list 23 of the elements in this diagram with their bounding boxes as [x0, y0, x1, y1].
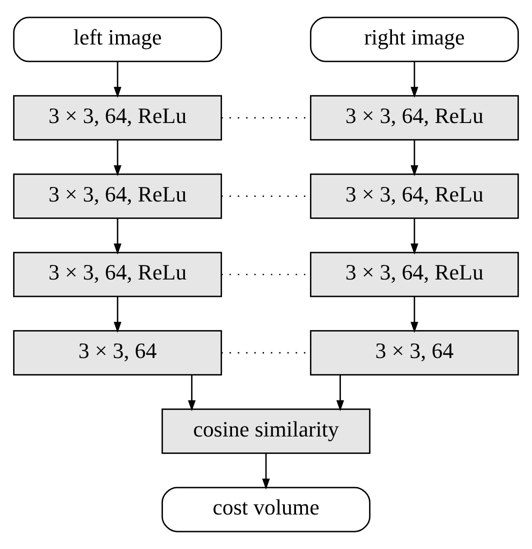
- arrow: [114, 218, 122, 255]
- arrow: [262, 453, 270, 490]
- node-box: 3 × 3, 64, ReLu: [13, 173, 222, 219]
- node-box: left image: [13, 16, 222, 62]
- arrow: [410, 62, 418, 98]
- node-box: 3 × 3, 64, ReLu: [13, 95, 222, 140]
- arrow: [114, 62, 122, 98]
- arrow: [410, 140, 418, 176]
- node-box: 3 × 3, 64, ReLu: [310, 252, 519, 298]
- node-box: right image: [310, 16, 519, 62]
- node-box: 3 × 3, 64, ReLu: [310, 173, 519, 219]
- node-box: 3 × 3, 64, ReLu: [13, 252, 222, 298]
- arrow: [410, 218, 418, 255]
- node-box: cost volume: [162, 486, 370, 532]
- node-box: 3 × 3, 64, ReLu: [310, 95, 519, 140]
- node-box: cosine similarity: [162, 408, 370, 454]
- arrow: [114, 140, 122, 176]
- arrow: [188, 375, 196, 412]
- arrow: [114, 296, 122, 333]
- node-box: 3 × 3, 64: [13, 330, 222, 376]
- arrow: [336, 375, 344, 412]
- node-box: 3 × 3, 64: [310, 330, 519, 376]
- arrow: [410, 296, 418, 333]
